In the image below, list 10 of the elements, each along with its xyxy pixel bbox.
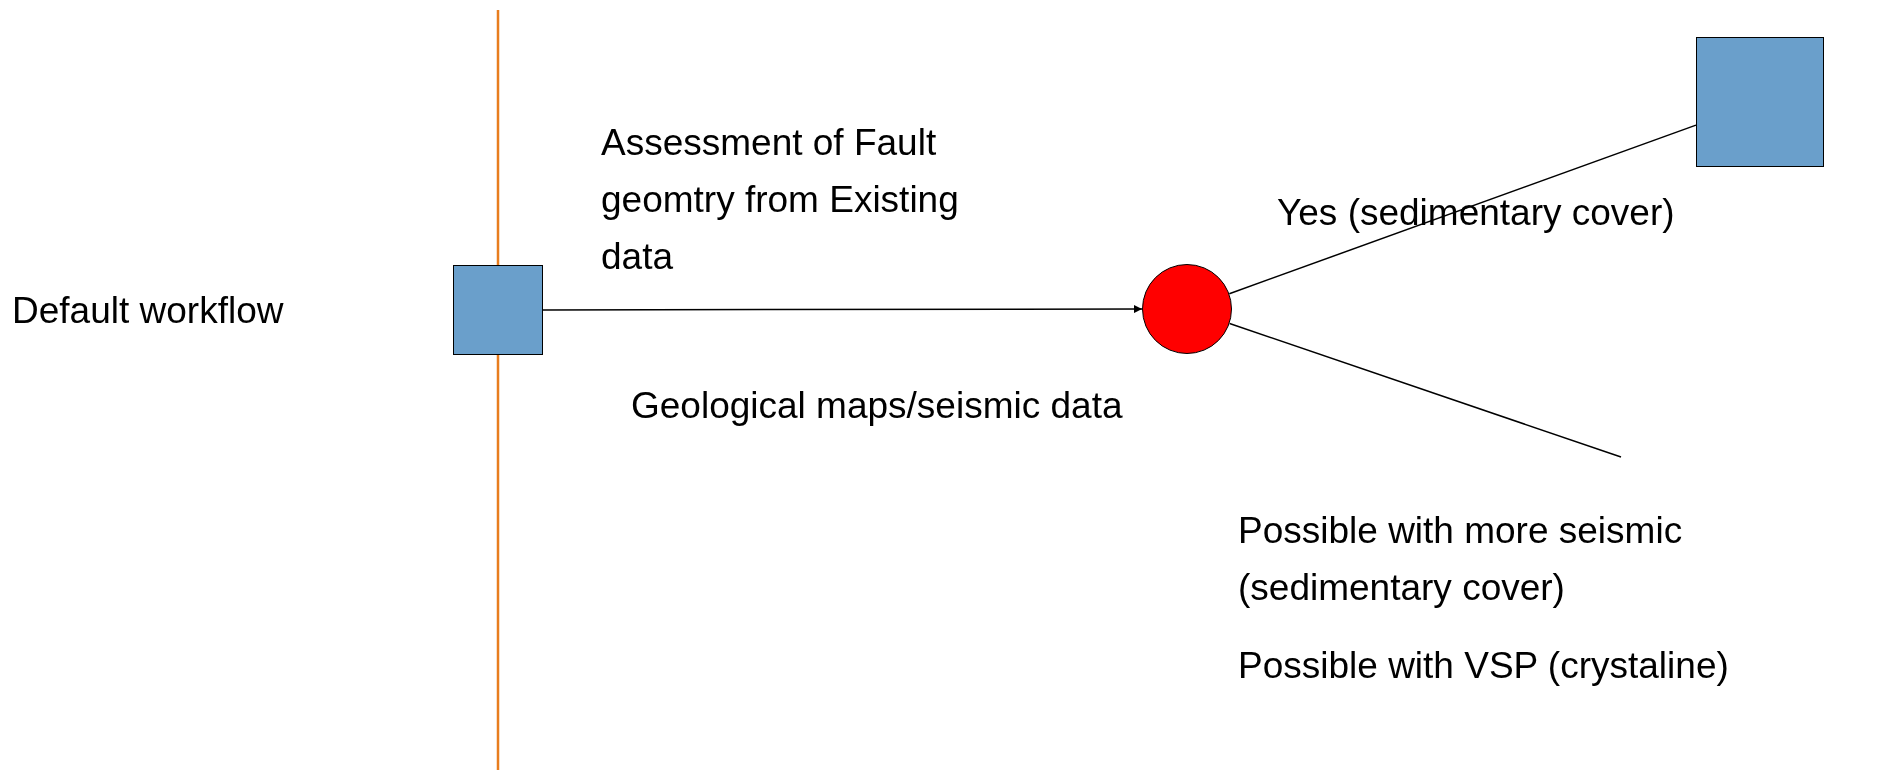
connector-line [1228,124,1697,295]
text-label: Possible with VSP (crystaline) [1238,644,1730,688]
square-box [1696,37,1824,167]
square-box [453,265,543,355]
text-label: Possible with more seismic (sedimentary cover) [1238,509,1684,610]
text-label: Default workflow [12,289,285,333]
text-label: Assessment of Fault geomtry from Existing data [601,121,960,279]
text-label: Geological maps/seismic data [631,384,1124,428]
connector-line [1228,322,1622,458]
connector-line [542,305,1143,314]
